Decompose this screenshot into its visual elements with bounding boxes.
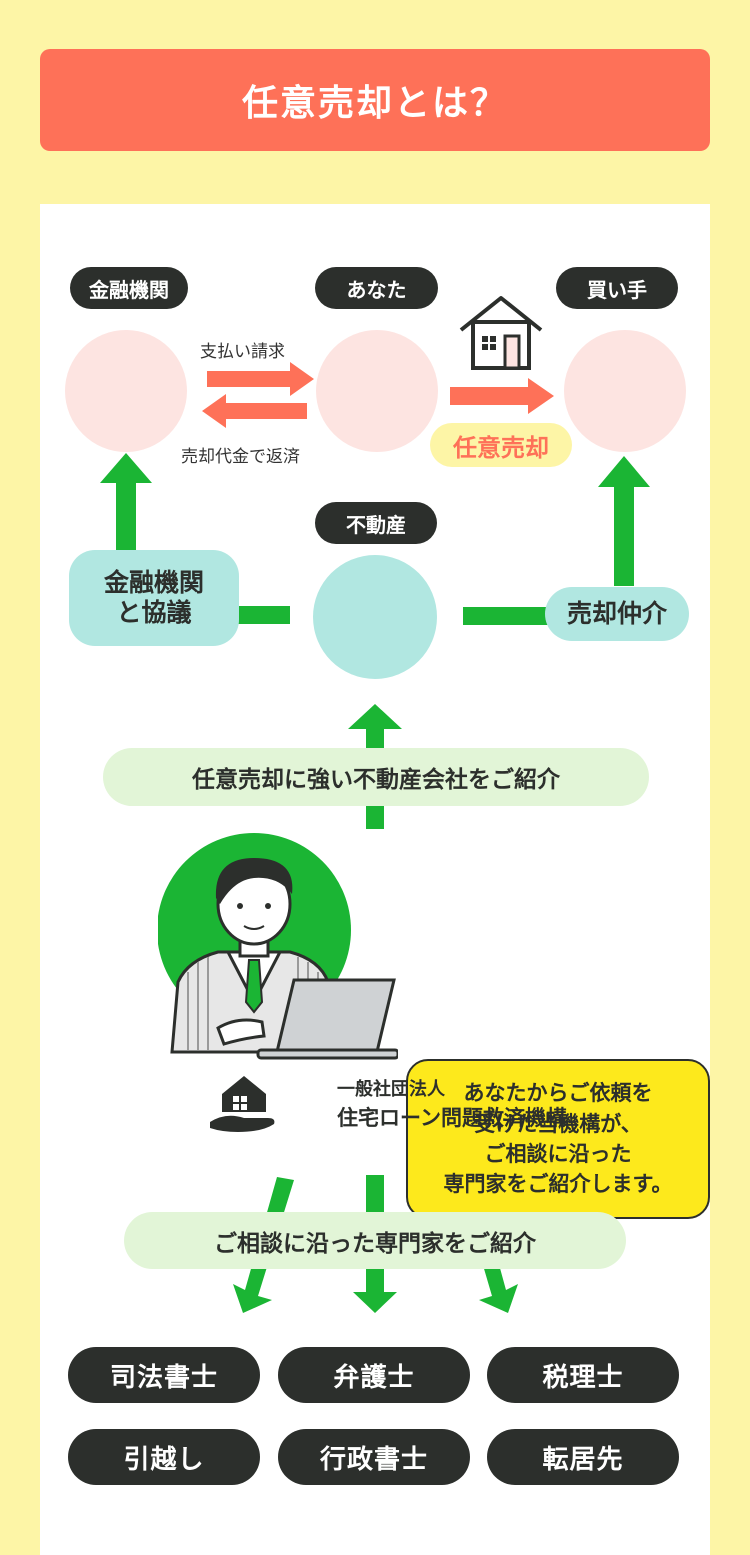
bank-label: 金融機関 <box>70 267 188 309</box>
negotiate-line-1: 金融機関 <box>103 568 204 597</box>
arrow-up-to-buyer <box>598 456 650 586</box>
expert-administrative-scrivener: 行政書士 <box>278 1429 470 1485</box>
expert-lawyer: 弁護士 <box>278 1347 470 1403</box>
property-circle <box>313 555 437 679</box>
connector-right <box>463 607 549 625</box>
arrow-up-to-bank <box>100 453 152 550</box>
consultant-illustration <box>158 833 398 1060</box>
negotiate-line-2: と協議 <box>116 598 192 627</box>
expert-new-residence: 転居先 <box>487 1429 679 1485</box>
bubble-line-1: あなたからご依頼を <box>463 1081 653 1106</box>
bubble-line-3: ご相談に沿った <box>484 1142 632 1166</box>
introduce-realtor-banner: 任意売却に強い不動産会社をご紹介 <box>103 748 649 806</box>
house-icon <box>459 296 543 370</box>
diagram-card: 金融機関 あなた 買い手 支払い請求 売却代金で返済 任意売却 不動産 金融機関… <box>40 204 710 1555</box>
repayment-text: 売却代金で返済 <box>181 447 300 467</box>
arrow-left-repayment <box>202 394 307 428</box>
property-label: 不動産 <box>315 502 437 544</box>
you-circle <box>316 330 438 452</box>
expert-tax-accountant: 税理士 <box>487 1347 679 1403</box>
introduce-experts-banner: ご相談に沿った専門家をご紹介 <box>124 1212 626 1269</box>
org-type: 一般社団法人 <box>337 1079 445 1100</box>
you-label: あなた <box>315 267 438 309</box>
buyer-label: 買い手 <box>556 267 678 309</box>
negotiate-with-bank: 金融機関 と協議 <box>69 550 239 646</box>
org-name: 住宅ローン問題救済機構 <box>337 1106 567 1130</box>
page-title: 任意売却とは？ <box>40 49 710 151</box>
connector-left <box>235 606 290 624</box>
expert-judicial-scrivener: 司法書士 <box>68 1347 260 1403</box>
arrow-right-sale <box>450 378 554 414</box>
arrow-right-payment-request <box>207 362 314 396</box>
bubble-line-2: 受けた当機構が、 <box>474 1111 642 1136</box>
expert-moving: 引越し <box>68 1429 260 1485</box>
bubble-line-4: 専門家をご紹介します。 <box>443 1172 673 1197</box>
brokerage-tag: 売却仲介 <box>545 587 689 641</box>
home-hand-logo-icon <box>210 1076 275 1132</box>
voluntary-sale-tag: 任意売却 <box>430 423 572 467</box>
buyer-circle <box>564 330 686 452</box>
bank-circle <box>65 330 187 452</box>
payment-request-text: 支払い請求 <box>200 342 285 362</box>
speech-bubble: あなたからご依頼を 受けた当機構が、 ご相談に沿った 専門家をご紹介します。 <box>406 1059 710 1219</box>
